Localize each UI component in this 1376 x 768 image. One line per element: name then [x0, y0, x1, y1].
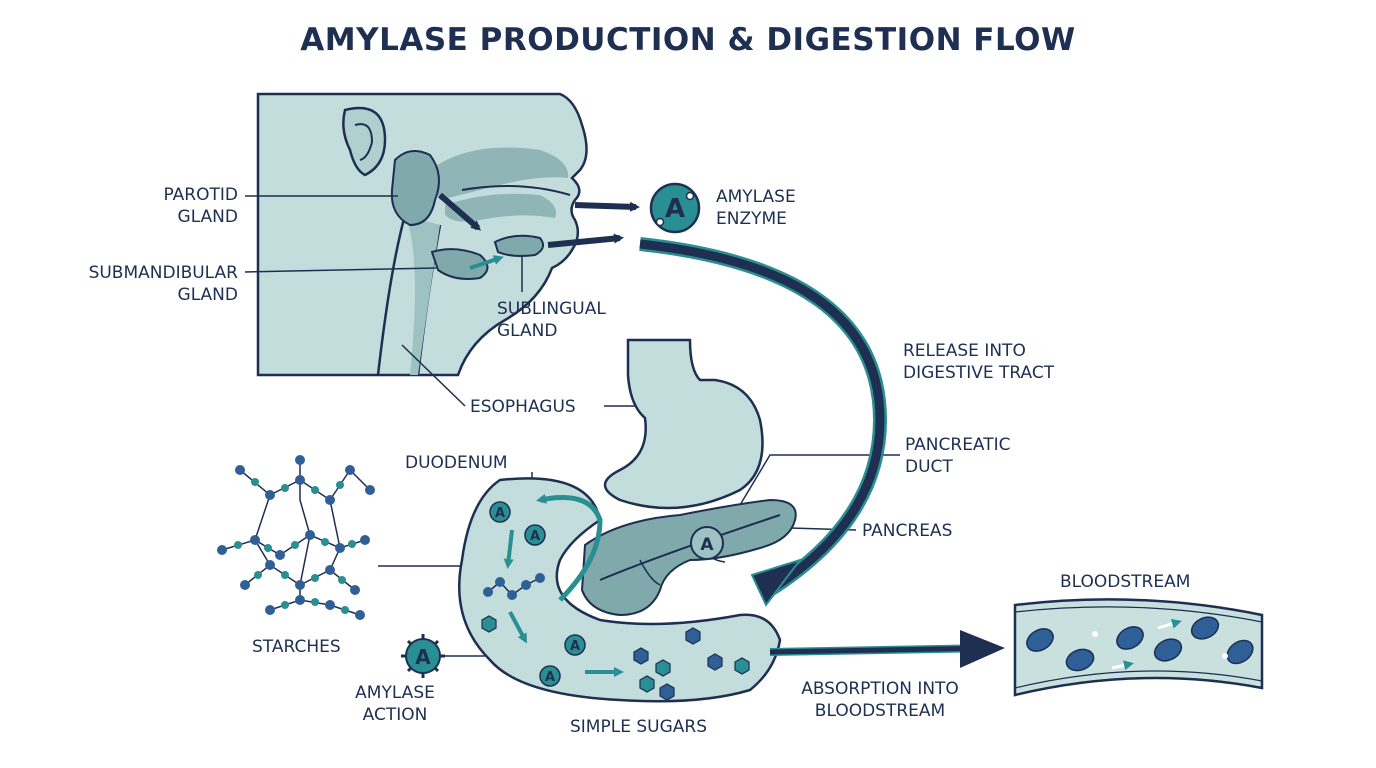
submandibular-gland-shape [430, 248, 489, 280]
parotid-arrow [438, 192, 482, 231]
enzyme-symbol: A [665, 194, 685, 224]
release-arrow [639, 239, 885, 594]
label-starches: STARCHES [252, 637, 341, 657]
head-illustration [256, 92, 588, 377]
label-bloodstream: BLOODSTREAM [1060, 572, 1191, 592]
svg-text:A: A [545, 670, 555, 685]
label-simple-sugars: SIMPLE SUGARS [570, 717, 707, 737]
svg-text:A: A [495, 506, 505, 521]
arrow-to-enzyme [574, 201, 640, 212]
starch-network [217, 455, 375, 620]
label-esophagus: ESOPHAGUS [470, 397, 576, 417]
starch-fragments [483, 573, 545, 600]
amylase-gears [489, 501, 586, 687]
sugar-molecules [481, 615, 750, 701]
stomach-illustration [603, 338, 764, 510]
pancreatic-duct-arrow [536, 493, 603, 602]
label-duodenum: DUODENUM [405, 453, 508, 473]
svg-text:A: A [530, 529, 540, 544]
leader-lines [244, 195, 900, 657]
pancreas-illustration: A [580, 498, 797, 617]
pancreas-enzyme-symbol: A [700, 535, 714, 555]
bloodstream-vessel [1013, 598, 1264, 697]
label-pancreas: PANCREAS [862, 521, 953, 541]
submandibular-arrow [469, 255, 504, 270]
parotid-gland-shape [390, 150, 440, 227]
amylase-action-symbol: A [415, 645, 431, 669]
absorption-arrow [769, 643, 999, 655]
diagram-title: AMYLASE PRODUCTION & DIGESTION FLOW [300, 22, 1076, 58]
sublingual-gland-shape [493, 234, 545, 257]
arrow-to-tract [547, 233, 624, 248]
svg-text:A: A [570, 639, 580, 654]
amylase-action-icon: A [401, 634, 445, 678]
amylase-enzyme-icon: A [649, 182, 701, 234]
